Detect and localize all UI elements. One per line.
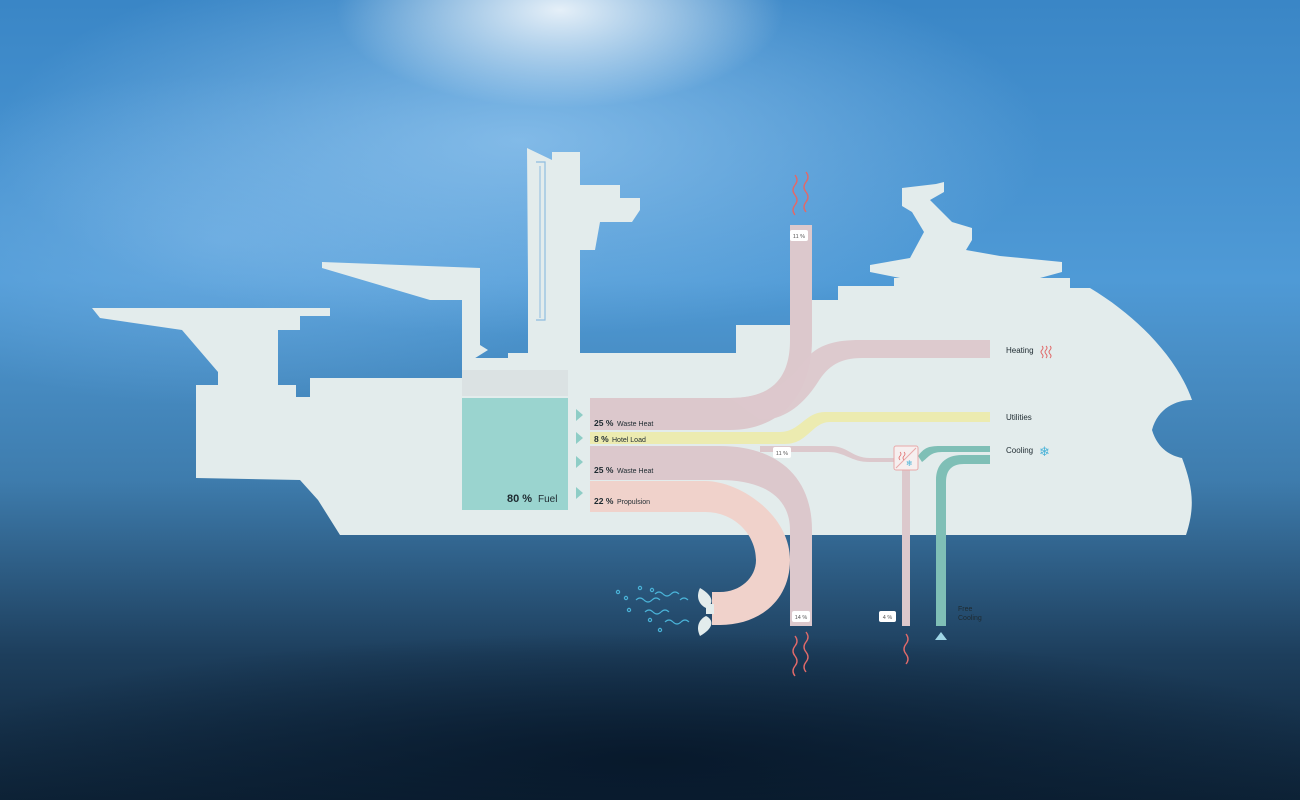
flow-label-waste-heat-lower: 25 % Waste Heat [594, 465, 653, 475]
fuel-percent: 80 % [507, 493, 532, 505]
heat-waves-icon [903, 633, 909, 665]
waste-heat-lower-flow [590, 446, 812, 626]
badge-cooling-branch: 11 % [773, 447, 791, 458]
fuel-tank: 80 % Fuel [462, 370, 568, 510]
badge-exhaust-top: 11 % [790, 230, 808, 241]
flow-arrows [576, 409, 583, 499]
cooling-label: Cooling [1006, 446, 1033, 455]
propeller-icon [698, 588, 714, 636]
hotel-load-flow [590, 412, 990, 444]
heating-flow [730, 340, 990, 420]
heat-waves-icon [1040, 345, 1052, 359]
flow-label-propulsion: 22 % Propulsion [594, 496, 650, 506]
water-waves-icon [615, 585, 690, 633]
heat-waves-icon [792, 171, 809, 216]
cooling-output-flow [918, 446, 990, 462]
label-text: Waste Heat [617, 468, 653, 475]
label-text: Waste Heat [617, 421, 653, 428]
badge-exhaust-bottom: 14 % [792, 611, 810, 622]
free-cooling-label-line1: Free [958, 606, 973, 613]
badge-text: 14 % [795, 615, 808, 621]
chiller-icon: ❄ [893, 445, 919, 471]
label-text: Hotel Load [612, 437, 646, 444]
percent-text: 25 % [594, 418, 614, 428]
propulsion-flow [590, 481, 790, 625]
free-cooling-flow [936, 455, 990, 626]
fuel-label: Fuel [538, 494, 557, 505]
utilities-label: Utilities [1006, 413, 1032, 422]
badge-text: 4 % [883, 615, 893, 621]
badge-chiller-discharge: 4 % [879, 611, 896, 622]
percent-text: 22 % [594, 496, 614, 506]
waste-heat-exhaust-flow [590, 225, 812, 430]
chiller-discharge-flow [902, 466, 910, 626]
cooling-branch-flow [760, 446, 898, 462]
badge-text: 11 % [776, 451, 788, 457]
triangle-marker-icon [935, 632, 947, 640]
flow-label-hotel-load: 8 % Hotel Load [594, 434, 646, 444]
percent-text: 25 % [594, 465, 614, 475]
badge-text: 11 % [793, 234, 805, 240]
snowflake-icon: ❄ [1039, 445, 1050, 460]
heat-waves-icon [792, 631, 809, 677]
heating-label: Heating [1006, 346, 1034, 355]
svg-text:❄: ❄ [906, 459, 913, 468]
label-text: Propulsion [617, 499, 650, 506]
percent-text: 8 % [594, 434, 609, 444]
free-cooling-label-line2: Cooling [958, 615, 982, 622]
flow-label-waste-heat-upper: 25 % Waste Heat [594, 418, 653, 428]
